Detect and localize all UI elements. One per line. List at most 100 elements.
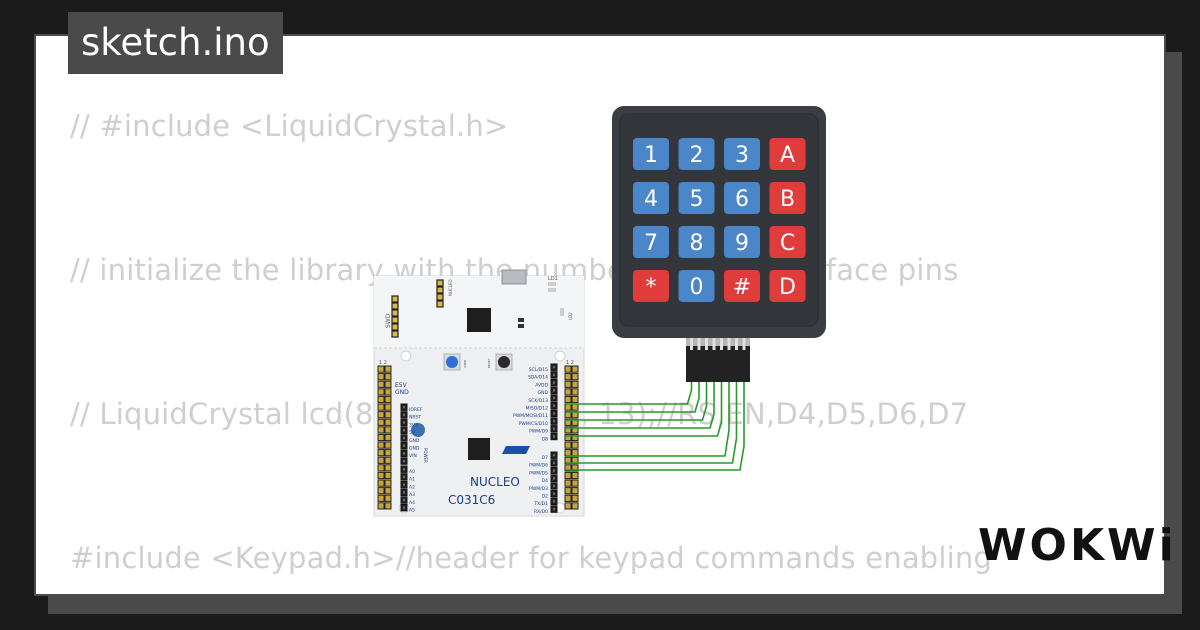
- keypad-key-label: 3: [735, 143, 749, 168]
- keypad-key-label: 4: [644, 187, 658, 212]
- digital-pin-label: D4: [542, 478, 548, 484]
- keypad-key-label: 1: [644, 143, 658, 168]
- digital-pin-label: PWM/D9: [529, 429, 548, 435]
- power-pin-label: 5V: [409, 430, 416, 436]
- keypad-key-1[interactable]: 1: [633, 138, 669, 170]
- keypad-key-d[interactable]: D: [769, 270, 806, 302]
- digital-pin-label: SCK/D13: [528, 398, 548, 404]
- morpho-header-left: [377, 365, 392, 510]
- keypad-key-0[interactable]: 0: [678, 270, 715, 302]
- keypad-key-b[interactable]: B: [769, 182, 806, 214]
- keypad-key-8[interactable]: 8: [678, 226, 715, 258]
- digital-pin-label: PWM/D5: [529, 470, 548, 476]
- user-button[interactable]: [446, 356, 458, 368]
- power-label: POWER: [423, 448, 428, 463]
- arduino-analog-header: [400, 465, 408, 512]
- morpho-header-right: [564, 365, 579, 510]
- keypad-key-label: C: [780, 231, 795, 256]
- arduino-digital-header-lower: [550, 451, 558, 513]
- board-model-line2: C031C6: [448, 493, 495, 507]
- keypad-key-hash[interactable]: #: [724, 270, 760, 302]
- keypad-key-label: #: [733, 275, 751, 300]
- keypad-key-5[interactable]: 5: [678, 182, 715, 214]
- reset-button[interactable]: [498, 356, 510, 368]
- keypad-key-2[interactable]: 2: [678, 138, 715, 170]
- digital-pin-label: D7: [542, 455, 548, 461]
- digital-pin-label: PWM/CS/D10: [519, 421, 548, 427]
- keypad-key-3[interactable]: 3: [724, 138, 760, 170]
- digital-pin-label: SDA/D14: [528, 375, 548, 381]
- keypad-key-6[interactable]: 6: [724, 182, 760, 214]
- code-line-1: // #include <LiquidCrystal.h>: [70, 109, 509, 143]
- keypad-key-c[interactable]: C: [769, 226, 806, 258]
- keypad-key-label: *: [646, 275, 657, 300]
- power-pin-label: NRST: [409, 415, 421, 421]
- digital-pin-label: GND: [538, 390, 549, 396]
- analog-pin-label: A5: [409, 508, 415, 514]
- user-label: USER: [463, 360, 467, 368]
- swd-label: SWD: [385, 313, 392, 328]
- digital-pin-label: D8: [542, 436, 548, 442]
- usb-connector: [501, 269, 527, 285]
- keypad-key-label: 9: [735, 231, 749, 256]
- keypad-key-label: 2: [690, 143, 704, 168]
- keypad-key-label: A: [780, 143, 795, 168]
- digital-pin-label: SCL/D15: [529, 367, 548, 373]
- keypad-key-7[interactable]: 7: [633, 226, 669, 258]
- keypad-key-star[interactable]: *: [633, 270, 669, 302]
- digital-pin-label: AVDD: [535, 382, 548, 388]
- ld2-label: LD2: [568, 312, 573, 320]
- e5v-label: E5V: [395, 382, 408, 389]
- digital-pin-label: TX/D1: [533, 501, 548, 507]
- header-num-left: 1 2: [379, 360, 387, 366]
- digital-pin-label: RX/D0: [534, 509, 548, 515]
- keypad-inner: [619, 113, 819, 327]
- jumper-header: [436, 279, 444, 308]
- mcu-chip: [468, 438, 490, 460]
- keypad-key-label: 8: [690, 231, 704, 256]
- analog-pin-label: A4: [409, 500, 415, 506]
- digital-pin-label: PWM/MOSI/D11: [513, 413, 548, 419]
- power-pin-label: 3V3: [409, 422, 418, 428]
- keypad-key-4[interactable]: 4: [633, 182, 669, 214]
- keypad-key-label: 0: [690, 275, 704, 300]
- keypad-connector: [686, 338, 750, 382]
- board-model-line1: NUCLEO: [470, 475, 520, 489]
- st-logo: [502, 446, 530, 454]
- stlink-chip: [467, 308, 491, 332]
- nucleo-board[interactable]: SWD NUCLEO LD1 LD2 USER RESET NUCLEO C03…: [373, 269, 585, 517]
- swd-header: [391, 295, 399, 338]
- analog-pin-label: A2: [409, 484, 415, 490]
- code-line-4: #include <Keypad.h>//header for keypad c…: [70, 541, 993, 575]
- arduino-power-header: [400, 403, 408, 465]
- keypad-key-a[interactable]: A: [769, 138, 806, 170]
- keypad-key-9[interactable]: 9: [724, 226, 760, 258]
- digital-pin-label: MISO/D12: [526, 406, 548, 412]
- power-pin-label: GND: [409, 446, 420, 452]
- analog-pin-label: A0: [409, 469, 415, 475]
- nucleo-top-label: NUCLEO: [448, 279, 453, 296]
- digital-pin-label: PWM/D6: [529, 463, 548, 469]
- digital-pin-label: D2: [542, 494, 548, 500]
- power-pin-label: IOREF: [409, 407, 423, 413]
- analog-pin-label: A1: [409, 477, 415, 483]
- mbed-badge: [411, 423, 425, 437]
- digital-pin-label: PWM/D3: [529, 486, 548, 492]
- power-pin-label: VIN: [409, 453, 417, 459]
- reset-label: RESET: [487, 358, 491, 368]
- keypad-wires: [566, 382, 745, 471]
- arduino-digital-header-upper: [550, 363, 558, 441]
- keypad-key-label: D: [779, 275, 796, 300]
- ld1-label: LD1: [548, 276, 558, 282]
- keypad-key-label: 6: [735, 187, 749, 212]
- file-title-tab[interactable]: sketch.ino: [68, 12, 283, 74]
- keypad-key-label: 5: [690, 187, 704, 212]
- analog-pin-label: A3: [409, 492, 415, 498]
- wokwi-logo: WOKWi: [978, 520, 1177, 571]
- gnd-label: GND: [395, 389, 409, 396]
- power-pin-label: GND: [409, 438, 420, 444]
- header-num-right: 1 2: [566, 360, 574, 366]
- keypad-key-label: B: [780, 187, 795, 212]
